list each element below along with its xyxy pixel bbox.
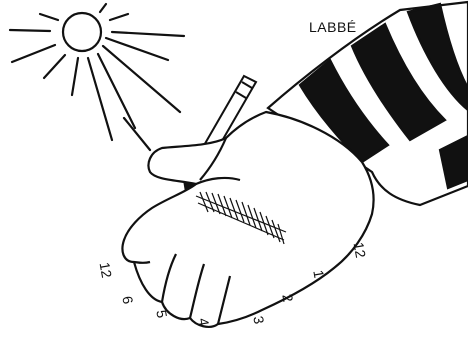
hour-mark-12-right: 12 bbox=[351, 241, 369, 259]
sun-icon bbox=[10, 4, 184, 150]
hour-mark-12-left: 12 bbox=[97, 261, 115, 279]
artist-signature: LABBÉ bbox=[309, 19, 357, 35]
